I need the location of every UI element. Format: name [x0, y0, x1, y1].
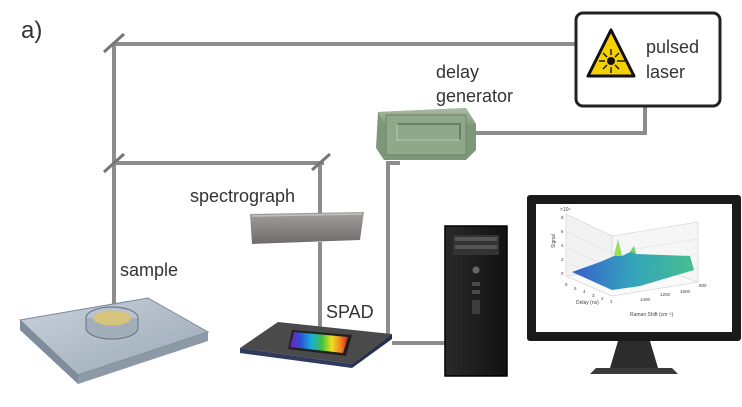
- plot-x-tick: 5: [574, 286, 577, 291]
- spectrograph: spectrograph: [190, 186, 364, 244]
- beam-paths: [112, 42, 647, 345]
- power-button-icon: [472, 266, 480, 274]
- plot-y-exponent: ×10⁴: [560, 207, 571, 213]
- spad-detector: SPAD: [240, 302, 392, 368]
- plot-z-tick: 1200: [660, 292, 671, 297]
- plot-peak: [614, 240, 622, 256]
- plot-x-tick: 3: [592, 293, 595, 298]
- monitor: ×10⁴ Signal 8 6 4 2 0 6 5 4 3 2 1 1400 1…: [527, 195, 741, 374]
- plot-y-tick: 2: [561, 257, 564, 262]
- sample-stage: sample: [18, 260, 210, 384]
- laser-label-line1: pulsed: [646, 37, 699, 57]
- plot-z-tick: 1400: [640, 297, 651, 302]
- plot-y-label: Signal: [551, 234, 557, 248]
- mirror-middle-left: [102, 152, 126, 174]
- delay-label-line1: delay: [436, 62, 479, 82]
- spectrograph-label: spectrograph: [190, 186, 295, 206]
- spad-spectrum: [290, 332, 348, 353]
- sample-material: [93, 310, 131, 326]
- delay-label-line2: generator: [436, 86, 513, 106]
- monitor-plot: ×10⁴ Signal 8 6 4 2 0 6 5 4 3 2 1 1400 1…: [551, 207, 707, 318]
- plot-x-tick: 4: [583, 289, 586, 294]
- laser-label-line2: laser: [646, 62, 685, 82]
- mirror-top-left: [102, 32, 126, 54]
- sample-label: sample: [120, 260, 178, 280]
- plot-y-tick: 8: [561, 215, 564, 220]
- panel-label: a): [21, 17, 42, 44]
- plot-z-label: Raman Shift (cm⁻¹): [630, 312, 674, 318]
- plot-x-tick: 1: [610, 299, 613, 304]
- delay-generator: delay generator: [376, 62, 513, 160]
- laser-warning-icon: [586, 28, 636, 78]
- plot-x-tick: 6: [565, 282, 568, 287]
- plot-surface: [572, 240, 694, 290]
- pc-tower: [444, 225, 508, 377]
- spad-label: SPAD: [326, 302, 374, 322]
- plot-x-tick: 2: [601, 296, 604, 301]
- plot-y-tick: 4: [561, 243, 564, 248]
- mirrors: [102, 32, 331, 174]
- mirror-spectrograph: [311, 152, 331, 172]
- plot-y-tick: 0: [561, 271, 564, 276]
- plot-z-tick: 1600: [680, 289, 691, 294]
- plot-x-label: Delay (ns): [576, 300, 599, 306]
- plot-y-tick: 6: [561, 229, 564, 234]
- pulsed-laser: pulsed laser: [574, 11, 722, 108]
- plot-z-tick: 800: [699, 283, 707, 288]
